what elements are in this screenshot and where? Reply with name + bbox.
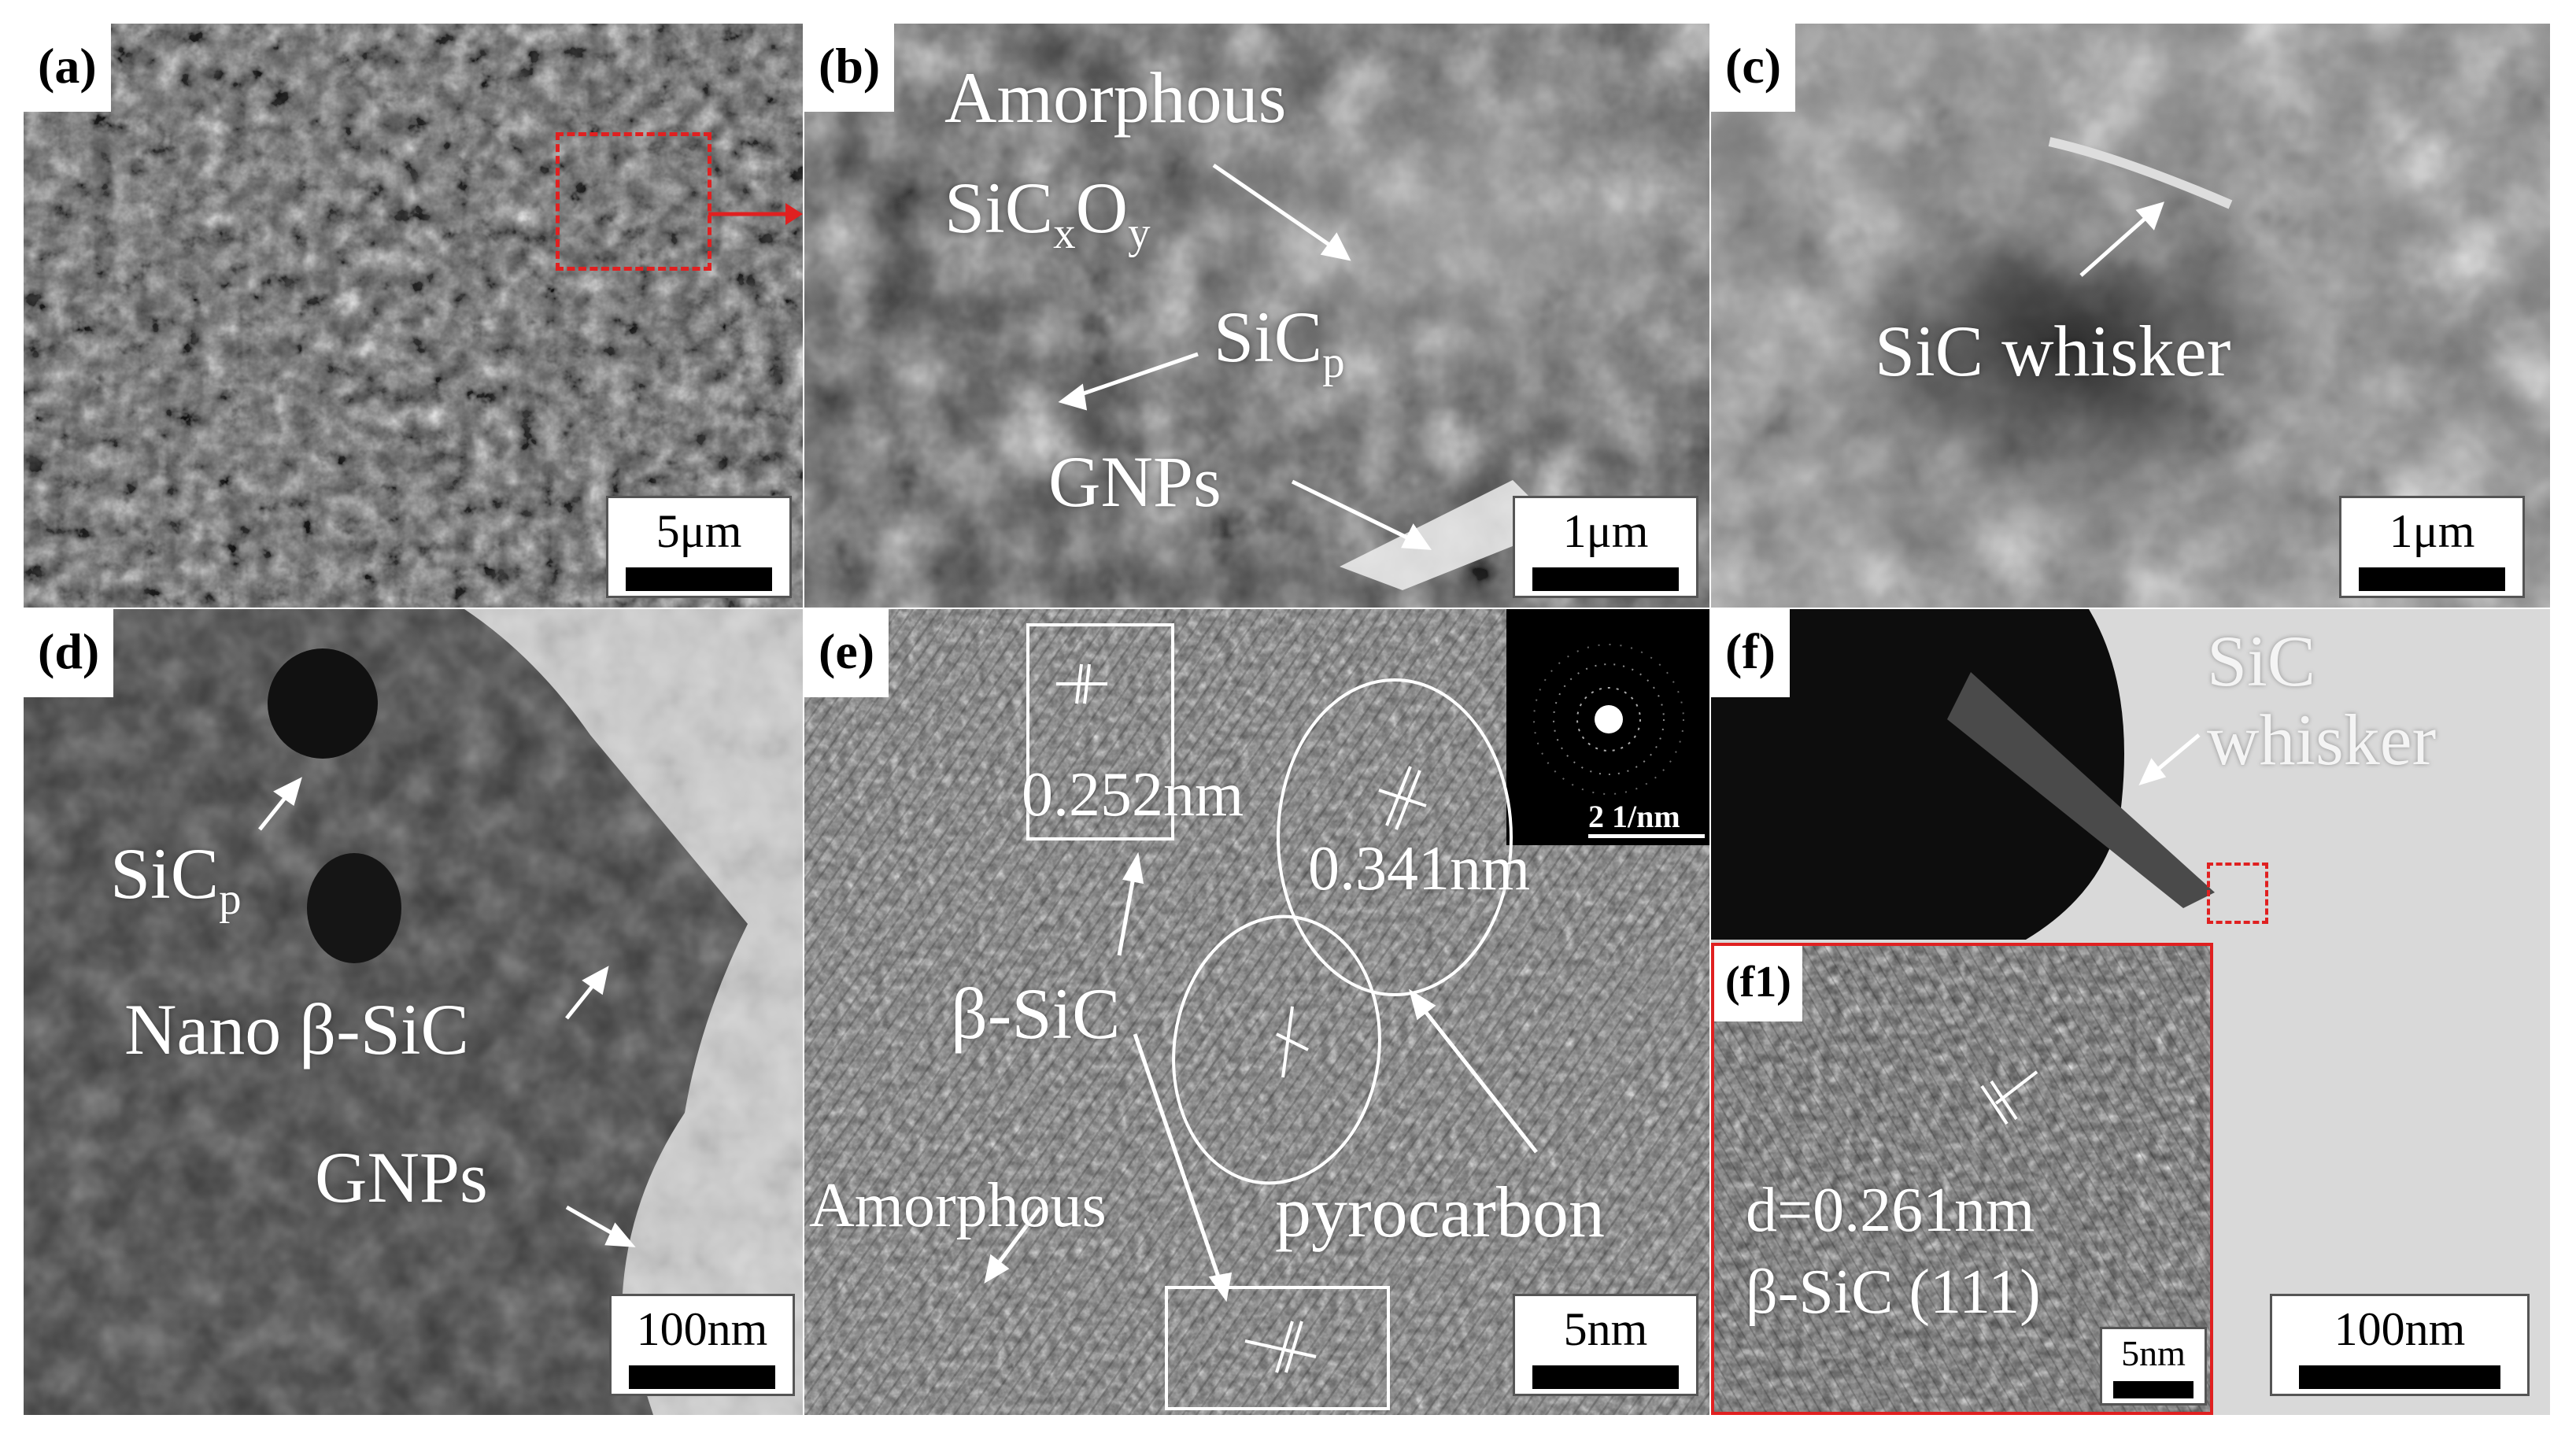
saed-scale-bar [1588,834,1705,838]
scale-bar-c: 1μm [2339,496,2525,598]
annotation-sic-whisker-c: SiC whisker [1875,311,2231,391]
scale-bar-line-f [2299,1365,2500,1389]
annotation-gnps-b: GNPs [1048,441,1221,522]
annotation-pyrocarbon: pyrocarbon [1275,1172,1605,1252]
panel-b-sem-image: (b) Amorphous SiCxOy SiCp GNPs 1μm [804,24,1709,608]
panel-label-b: (b) [804,24,895,112]
scale-bar-f: 100nm [2270,1294,2530,1396]
annotation-sicp-b-base: SiC [1214,297,1323,377]
annotation-amorphous: Amorphous [944,57,1287,138]
scale-bar-line-e [1532,1365,1679,1389]
scale-bar-e: 5nm [1513,1294,1698,1396]
panel-c-sem-image: (c) SiC whisker 1μm [1711,24,2550,608]
scale-bar-b: 1μm [1513,496,1698,598]
scale-text-f: 100nm [2334,1303,2466,1355]
annotation-sicp-d-sub: p [219,874,242,924]
annotation-amorphous-e: Amorphous [809,1171,1107,1240]
annotation-sicxoy-o: O [1075,168,1129,248]
annotation-sic-f: SiC [2207,621,2316,701]
scale-bar-a: 5μm [606,496,792,598]
highlight-box-f [2207,863,2268,924]
annotation-sicxoy-y: y [1128,208,1151,258]
annotation-whisker-f: whisker [2207,700,2437,780]
annotation-gnps-d: GNPs [315,1137,488,1217]
scale-text-d: 100nm [636,1303,768,1355]
scale-text-a: 5μm [656,505,742,557]
panel-label-a: (a) [24,24,111,112]
panel-label-f1: (f1) [1714,946,1802,1021]
sem-texture-a [24,24,803,608]
scale-text-e: 5nm [1563,1303,1648,1355]
annotation-nano-beta-sic: Nano β-SiC [124,989,469,1069]
annotation-d-spacing-0252: 0.252nm [1022,760,1244,829]
saed-pattern [1533,644,1684,795]
scale-text-f1: 5nm [2121,1333,2186,1373]
annotation-sicxoy: SiCxOy [944,172,1151,256]
panel-label-d: (d) [24,609,114,697]
inset-f1: (f1) d=0.261nm β-SiC (111) 5nm [1711,943,2213,1415]
annotation-sicxoy-base: SiC [944,168,1054,248]
panel-label-c: (c) [1711,24,1796,112]
panel-e-hrtem-image: (e) 2 1/nm 0.252nm 0.341nm [804,609,1709,1415]
scale-bar-line-d [629,1365,775,1389]
annotation-d-spacing-0261: d=0.261nm [1746,1176,2035,1245]
scale-bar-d: 100nm [609,1294,795,1396]
scale-text-b: 1μm [1562,505,1649,557]
panel-label-f: (f) [1711,609,1790,697]
highlight-box-a [556,132,711,271]
scale-text-c: 1μm [2389,505,2475,557]
annotation-beta-sic-e: β-SiC [951,973,1121,1054]
annotation-sicp-b: SiCp [1214,301,1345,385]
annotation-sicp-d: SiCp [110,837,242,922]
scale-bar-line-a [626,567,772,591]
scale-bar-f1: 5nm [2100,1327,2207,1406]
annotation-sicp-d-base: SiC [110,833,220,914]
annotation-beta-sic-111: β-SiC (111) [1746,1258,2041,1327]
panel-f-tem-image: (f) SiC whisker (f1) d=0.261nm β-SiC (11… [1711,609,2550,1415]
panel-label-e: (e) [804,609,889,697]
annotation-d-spacing-0341: 0.341nm [1308,834,1531,903]
scale-bar-line-b [1532,567,1679,591]
panel-d-tem-image: (d) SiCp Nano β-SiC GNPs 100nm [24,609,803,1415]
annotation-sicp-b-sub: p [1322,337,1345,387]
saed-inset: 2 1/nm [1506,609,1709,845]
panel-a-sem-image: (a) 5μm [24,24,803,608]
scale-bar-line-f1 [2113,1381,2193,1398]
saed-scale-text: 2 1/nm [1588,799,1680,834]
annotation-sicxoy-x: x [1053,208,1076,258]
scale-bar-line-c [2359,567,2505,591]
